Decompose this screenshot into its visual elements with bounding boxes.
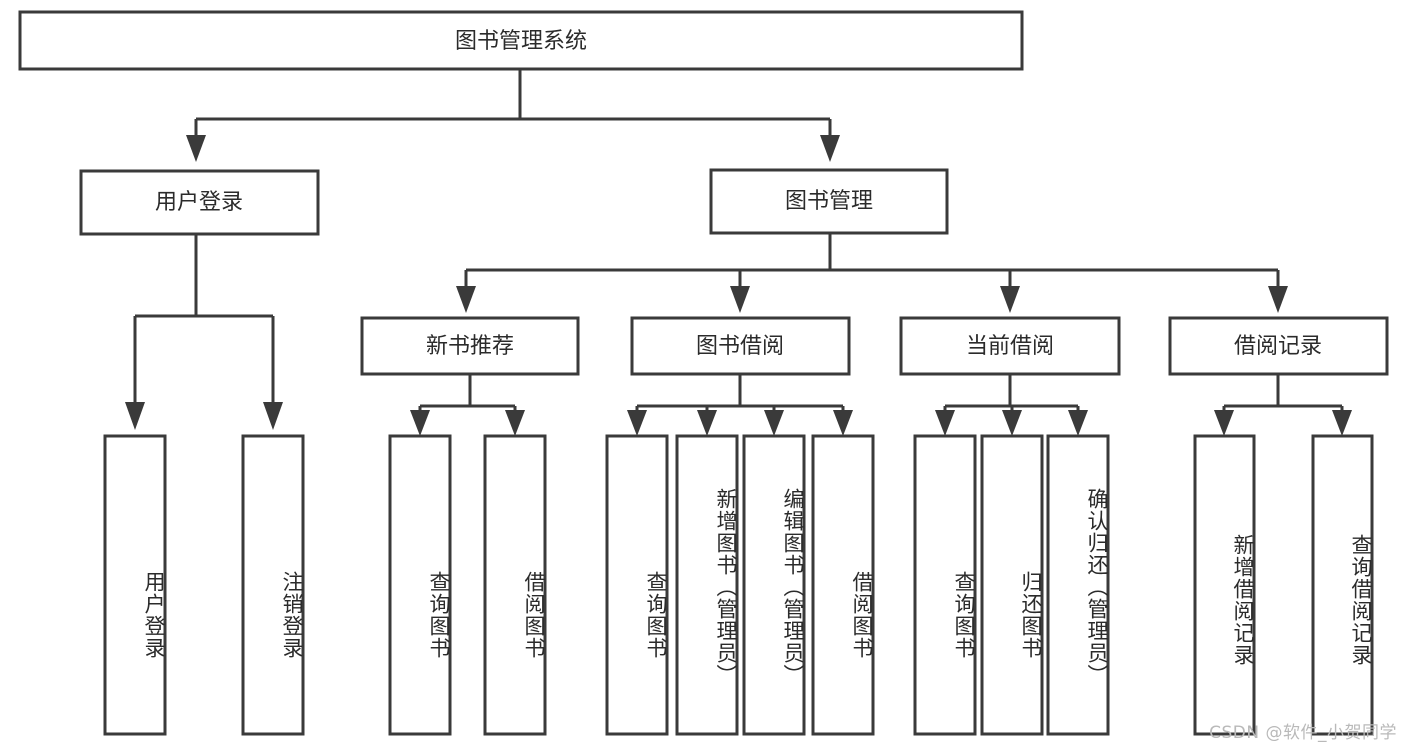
arrow-borrow-record-leaf-2 xyxy=(1332,410,1352,436)
arrow-book-borrow-leaf-4 xyxy=(833,410,853,436)
arrow-user-login-leaf-2 xyxy=(263,402,283,430)
node-user-login[interactable] xyxy=(79,169,320,236)
node-current-borrow[interactable] xyxy=(899,316,1121,376)
node-leaf-borrow-book-1[interactable] xyxy=(483,434,547,736)
node-leaf-user-logout[interactable] xyxy=(241,434,305,736)
connector-group-book-borrow xyxy=(627,374,853,436)
arrow-book-borrow-leaf-2 xyxy=(697,410,717,436)
node-new-book-recommend-label: 新书推荐 xyxy=(426,334,514,359)
connector-group-new-book xyxy=(410,374,525,436)
node-leaf-borrow-book-2[interactable] xyxy=(811,434,875,736)
node-borrow-record[interactable] xyxy=(1168,316,1389,376)
arrow-new-book-leaf-1 xyxy=(410,410,430,436)
watermark: CSDN @软件_小贺同学 xyxy=(1209,723,1397,743)
arrow-root-to-book-mgmt xyxy=(820,135,840,162)
node-root[interactable] xyxy=(18,10,1024,71)
node-leaf-confirm-return[interactable] xyxy=(1046,434,1110,736)
connector-group-root xyxy=(186,69,840,162)
node-leaf-edit-book[interactable] xyxy=(742,434,806,736)
connector-group-book-mgmt xyxy=(456,233,1288,313)
arrow-current-borrow-leaf-2 xyxy=(1002,410,1022,436)
node-root-label: 图书管理系统 xyxy=(455,29,587,54)
node-leaf-query-book-2[interactable] xyxy=(605,434,669,736)
arrow-user-login-leaf-1 xyxy=(125,402,145,430)
arrow-current-borrow-leaf-3 xyxy=(1068,410,1088,436)
node-user-login-label: 用户登录 xyxy=(155,190,243,215)
arrow-root-to-user-login xyxy=(186,135,206,162)
node-book-management[interactable] xyxy=(709,168,949,235)
node-leaf-query-record[interactable] xyxy=(1311,434,1374,736)
node-leaf-return-book[interactable] xyxy=(980,434,1044,736)
node-leaf-query-book-1[interactable] xyxy=(388,434,452,736)
node-leaf-query-book-3[interactable] xyxy=(913,434,977,736)
node-borrow-record-label: 借阅记录 xyxy=(1234,334,1322,359)
arrow-book-mgmt-to-record xyxy=(1268,286,1288,313)
arrow-book-mgmt-to-new-book xyxy=(456,286,476,313)
connector-group-current-borrow xyxy=(935,374,1088,436)
arrow-current-borrow-leaf-1 xyxy=(935,410,955,436)
node-leaf-add-book[interactable] xyxy=(675,434,739,736)
arrow-new-book-leaf-2 xyxy=(505,410,525,436)
arrow-book-mgmt-to-current xyxy=(1000,286,1020,313)
arrow-borrow-record-leaf-1 xyxy=(1214,410,1234,436)
node-book-borrow[interactable] xyxy=(630,316,851,376)
node-new-book-recommend[interactable] xyxy=(360,316,580,376)
node-book-borrow-label: 图书借阅 xyxy=(696,334,784,359)
node-leaf-user-login[interactable] xyxy=(103,434,167,736)
connector-group-borrow-record xyxy=(1214,374,1352,436)
node-current-borrow-label: 当前借阅 xyxy=(966,334,1054,359)
node-leaf-add-record[interactable] xyxy=(1193,434,1256,736)
arrow-book-borrow-leaf-3 xyxy=(764,410,784,436)
arrow-book-borrow-leaf-1 xyxy=(627,410,647,436)
connector-group-user-login xyxy=(125,234,283,430)
arrow-book-mgmt-to-borrow xyxy=(730,286,750,313)
node-book-management-label: 图书管理 xyxy=(785,189,873,214)
